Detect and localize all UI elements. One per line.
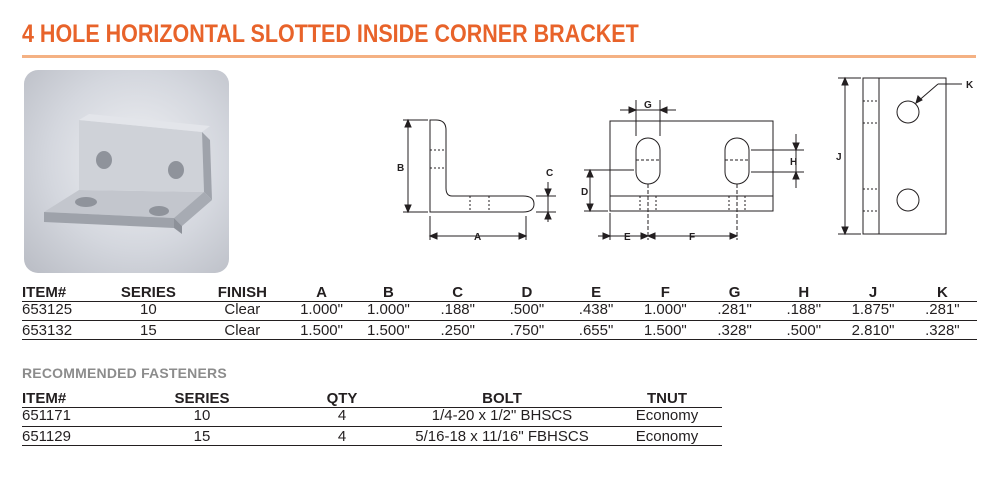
- table-row: 651171 10 4 1/4-20 x 1/2" BHSCS Economy: [22, 407, 722, 427]
- spec-header-j: J: [838, 285, 908, 302]
- dim-label-d: D: [581, 187, 588, 198]
- dim-label-k: K: [966, 80, 974, 91]
- spec-header-series: SERIES: [101, 285, 196, 302]
- table-cell: .655": [561, 320, 631, 340]
- dim-label-g: G: [644, 100, 652, 111]
- fasteners-header-series: SERIES: [112, 391, 292, 408]
- table-cell: 2.810": [838, 320, 908, 340]
- title-underline: [22, 55, 976, 58]
- dim-label-a: A: [474, 232, 481, 243]
- fasteners-header-tnut: TNUT: [612, 391, 722, 408]
- table-cell: .281": [700, 301, 770, 321]
- spec-header-d: D: [492, 285, 562, 302]
- table-cell: 653125: [22, 301, 102, 321]
- table-cell: .188": [423, 301, 493, 321]
- table-cell: 1.875": [838, 301, 908, 321]
- fasteners-heading: RECOMMENDED FASTENERS: [22, 365, 227, 381]
- table-cell: 10: [112, 407, 292, 427]
- dim-label-f: F: [689, 232, 695, 243]
- page-title: 4 HOLE HORIZONTAL SLOTTED INSIDE CORNER …: [22, 20, 639, 48]
- spec-header-b: B: [353, 285, 424, 302]
- dim-label-c: C: [546, 168, 553, 179]
- dim-label-b: B: [397, 163, 404, 174]
- table-cell: .328": [700, 320, 770, 340]
- spec-header-k: K: [907, 285, 977, 302]
- dim-label-j: J: [836, 152, 842, 163]
- table-cell: 1.000": [289, 301, 354, 321]
- table-cell: Clear: [195, 320, 290, 340]
- fasteners-header-qty: QTY: [292, 391, 392, 408]
- fasteners-header-row: ITEM# SERIES QTY BOLT TNUT: [22, 391, 722, 408]
- table-cell: 1.000": [353, 301, 424, 321]
- table-cell: 1.500": [353, 320, 424, 340]
- table-cell: 4: [292, 426, 392, 446]
- fasteners-header-item: ITEM#: [22, 391, 112, 408]
- spec-header-finish: FINISH: [195, 285, 290, 302]
- table-cell: .188": [769, 301, 839, 321]
- spec-header-item: ITEM#: [22, 285, 102, 302]
- table-cell: .281": [907, 301, 977, 321]
- spec-header-a: A: [289, 285, 354, 302]
- table-cell: 10: [101, 301, 196, 321]
- table-cell: .750": [492, 320, 562, 340]
- table-cell: .438": [561, 301, 631, 321]
- table-row: 651129 15 4 5/16-18 x 11/16" FBHSCS Econ…: [22, 426, 722, 446]
- technical-drawing: B A C D E F G H J K: [397, 76, 974, 243]
- table-cell: 653132: [22, 320, 102, 340]
- spec-header-c: C: [423, 285, 493, 302]
- dim-label-e: E: [624, 232, 631, 243]
- table-cell: .328": [907, 320, 977, 340]
- spec-header-h: H: [769, 285, 839, 302]
- product-photo: [24, 70, 229, 273]
- spec-table: ITEM# SERIES FINISH A B C D E F G H J K …: [22, 285, 977, 340]
- spec-header-g: G: [700, 285, 770, 302]
- table-cell: Clear: [195, 301, 290, 321]
- table-cell: .250": [423, 320, 493, 340]
- table-cell: Economy: [612, 426, 722, 446]
- table-cell: 1.500": [289, 320, 354, 340]
- table-cell: 651171: [22, 407, 112, 427]
- spec-header-row: ITEM# SERIES FINISH A B C D E F G H J K: [22, 285, 977, 302]
- spec-header-f: F: [630, 285, 701, 302]
- table-cell: 15: [112, 426, 292, 446]
- table-row: 653125 10 Clear 1.000" 1.000" .188" .500…: [22, 301, 977, 321]
- table-cell: 1.000": [630, 301, 701, 321]
- dim-label-h: H: [790, 157, 797, 168]
- table-cell: 651129: [22, 426, 112, 446]
- table-cell: .500": [769, 320, 839, 340]
- table-cell: 5/16-18 x 11/16" FBHSCS: [392, 426, 612, 446]
- fasteners-header-bolt: BOLT: [392, 391, 612, 408]
- table-cell: 15: [101, 320, 196, 340]
- fasteners-table: ITEM# SERIES QTY BOLT TNUT 651171 10 4 1…: [22, 391, 722, 446]
- table-row: 653132 15 Clear 1.500" 1.500" .250" .750…: [22, 320, 977, 340]
- spec-header-e: E: [561, 285, 631, 302]
- table-cell: 4: [292, 407, 392, 427]
- table-cell: 1.500": [630, 320, 701, 340]
- table-cell: 1/4-20 x 1/2" BHSCS: [392, 407, 612, 427]
- table-cell: .500": [492, 301, 562, 321]
- table-cell: Economy: [612, 407, 722, 427]
